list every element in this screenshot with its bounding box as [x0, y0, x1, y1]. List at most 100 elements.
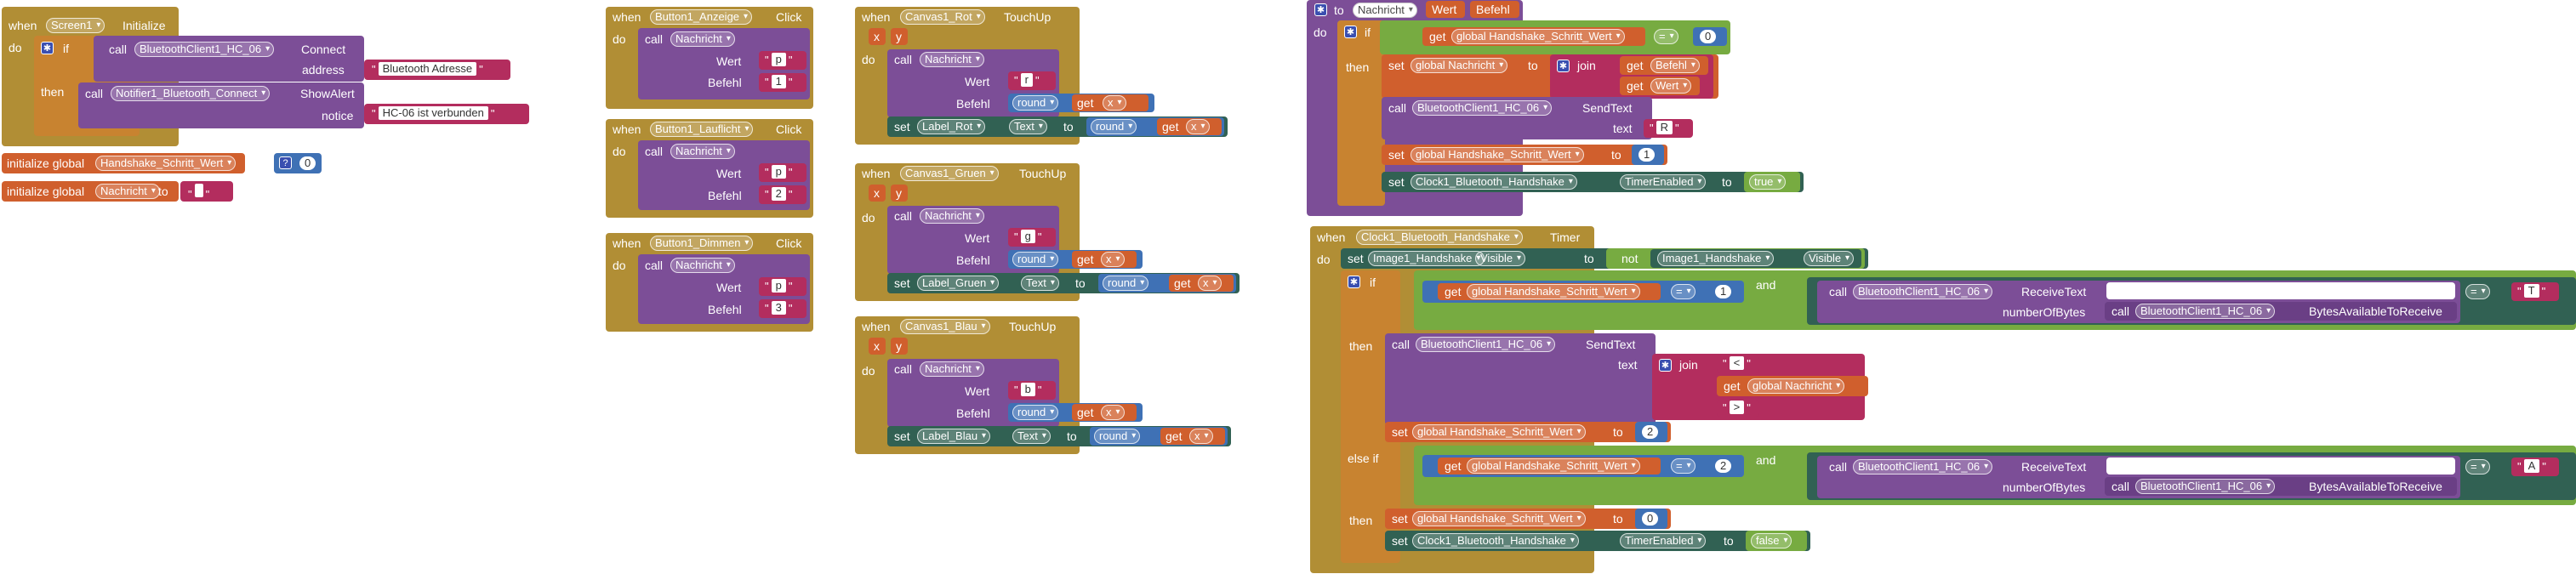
empty-text[interactable] — [180, 181, 233, 202]
var-dropdown[interactable]: x — [1186, 119, 1210, 134]
text-value[interactable]: 1 — [771, 75, 786, 88]
var-dropdown[interactable]: global Handshake_Schritt_Wert — [1411, 147, 1584, 162]
text-value[interactable]: p — [771, 53, 786, 66]
bool-dropdown[interactable]: false — [1751, 533, 1792, 548]
component-dropdown[interactable]: Image1_Handshake — [1657, 251, 1775, 266]
number-value[interactable]: 0 — [1642, 512, 1659, 526]
proc-dropdown[interactable]: Nachricht — [670, 258, 735, 273]
bt-component-dropdown[interactable]: BluetoothClient1_HC_06 — [2135, 304, 2276, 319]
text-value[interactable]: p — [771, 165, 786, 179]
component-dropdown[interactable]: Label_Rot — [917, 119, 986, 134]
component-dropdown[interactable]: Canvas1_Gruen — [900, 166, 999, 181]
var-dropdown[interactable]: global Handshake_Schritt_Wert — [1467, 458, 1640, 474]
global-name-dropdown[interactable]: Handshake_Schritt_Wert — [95, 156, 237, 171]
text-value[interactable]: < — [1729, 356, 1745, 370]
text-value[interactable]: > — [1729, 401, 1745, 414]
text-value[interactable]: A — [2523, 459, 2540, 473]
round-dropdown[interactable]: round — [1012, 252, 1059, 267]
var-dropdown[interactable]: global Handshake_Schritt_Wert — [1451, 29, 1625, 44]
number-value[interactable]: 1 — [1638, 148, 1656, 162]
text-value[interactable]: 3 — [771, 301, 786, 315]
prop-dropdown[interactable]: TimerEnabled — [1620, 533, 1707, 548]
proc-dropdown[interactable]: Nachricht — [920, 361, 984, 377]
text-value[interactable]: p — [771, 279, 786, 293]
gear-icon[interactable]: ✱ — [41, 42, 54, 54]
bt-component-dropdown[interactable]: BluetoothClient1_HC_06 — [1853, 284, 1993, 299]
component-dropdown[interactable]: Button1_Anzeige — [650, 9, 753, 25]
param-x[interactable] — [869, 338, 886, 355]
proc-dropdown[interactable]: Nachricht — [920, 52, 984, 67]
proc-dropdown[interactable]: Nachricht — [920, 208, 984, 224]
gear-icon[interactable]: ? — [279, 156, 292, 169]
round-dropdown[interactable]: round — [1091, 119, 1137, 134]
param-x[interactable] — [869, 185, 886, 202]
text-value[interactable]: g — [1020, 230, 1035, 243]
eq-dropdown[interactable]: = — [2465, 284, 2490, 299]
bt-component-dropdown[interactable]: BluetoothClient1_HC_06 — [134, 42, 275, 57]
bt-component-dropdown[interactable]: BluetoothClient1_HC_06 — [1416, 337, 1556, 352]
text-value[interactable]: T — [2523, 284, 2539, 298]
text-value[interactable]: R — [1656, 121, 1673, 134]
eq-dropdown[interactable]: = — [1654, 29, 1678, 44]
var-dropdown[interactable]: global Handshake_Schritt_Wert — [1467, 284, 1640, 299]
component-dropdown[interactable]: Clock1_Bluetooth_Handshake — [1411, 174, 1577, 190]
if-block[interactable] — [1337, 20, 1385, 206]
var-dropdown[interactable]: x — [1101, 252, 1125, 267]
bool-dropdown[interactable]: true — [1749, 174, 1787, 190]
notice-value[interactable]: HC-06 ist verbunden — [378, 106, 488, 120]
var-dropdown[interactable]: Wert — [1650, 78, 1692, 94]
text-value[interactable] — [194, 184, 203, 197]
prop-dropdown[interactable]: Text — [1021, 276, 1059, 291]
bt-component-dropdown[interactable]: BluetoothClient1_HC_06 — [1853, 459, 1993, 475]
component-dropdown[interactable]: Label_Gruen — [917, 276, 1000, 291]
component-dropdown[interactable]: Image1_Handshake — [1368, 251, 1485, 266]
var-dropdown[interactable]: x — [1198, 276, 1222, 291]
gear-icon[interactable]: ✱ — [1557, 60, 1570, 72]
proc-name-field[interactable]: Nachricht — [1353, 3, 1417, 18]
component-dropdown[interactable]: Clock1_Bluetooth_Handshake — [1356, 230, 1523, 245]
address-value[interactable]: Bluetooth Adresse — [378, 62, 477, 76]
round-dropdown[interactable]: round — [1103, 276, 1149, 291]
var-dropdown[interactable]: global Handshake_Schritt_Wert — [1412, 424, 1586, 440]
prop-dropdown[interactable]: Visible — [1475, 251, 1526, 266]
component-dropdown[interactable]: Button1_Lauflicht — [650, 122, 754, 137]
prop-dropdown[interactable]: Text — [1009, 119, 1047, 134]
prop-dropdown[interactable]: Text — [1012, 429, 1051, 444]
component-dropdown[interactable]: Canvas1_Blau — [900, 319, 990, 334]
eq-dropdown[interactable]: = — [1671, 458, 1695, 474]
text-value[interactable]: b — [1020, 383, 1035, 396]
proc-dropdown[interactable]: Nachricht — [670, 31, 735, 47]
notifier-dropdown[interactable]: Notifier1_Bluetooth_Connect — [111, 86, 271, 101]
gear-icon[interactable]: ✱ — [1344, 26, 1357, 38]
eq-dropdown[interactable]: = — [2465, 459, 2490, 475]
param-y[interactable] — [891, 338, 908, 355]
gear-icon[interactable]: ✱ — [1348, 276, 1360, 288]
number-value[interactable]: 2 — [1715, 459, 1732, 473]
param-x[interactable] — [869, 28, 886, 45]
text-value[interactable]: r — [1020, 73, 1033, 87]
var-dropdown[interactable]: Befehl — [1650, 58, 1700, 73]
round-dropdown[interactable]: round — [1012, 95, 1059, 111]
prop-dropdown[interactable]: Visible — [1804, 251, 1855, 266]
bt-component-dropdown[interactable]: BluetoothClient1_HC_06 — [1412, 100, 1553, 116]
param-y[interactable] — [891, 28, 908, 45]
param-y[interactable] — [891, 185, 908, 202]
number-value[interactable]: 0 — [1700, 30, 1717, 43]
number-value[interactable]: 0 — [299, 156, 316, 170]
number-value[interactable]: 1 — [1715, 285, 1732, 298]
var-dropdown[interactable]: global Nachricht — [1411, 58, 1508, 73]
eq-dropdown[interactable]: = — [1671, 284, 1695, 299]
component-dropdown[interactable]: Canvas1_Rot — [900, 9, 985, 25]
param-befehl[interactable] — [1470, 1, 1519, 18]
component-dropdown[interactable]: Clock1_Bluetooth_Handshake — [1412, 533, 1579, 548]
number-value[interactable]: 2 — [1642, 425, 1659, 439]
round-dropdown[interactable]: round — [1012, 405, 1059, 420]
component-dropdown[interactable]: Button1_Dimmen — [650, 236, 754, 251]
gear-icon[interactable]: ✱ — [1314, 3, 1327, 16]
component-dropdown[interactable]: Screen1 — [46, 18, 105, 33]
round-dropdown[interactable]: round — [1094, 429, 1141, 444]
param-wert[interactable] — [1426, 1, 1465, 18]
var-dropdown[interactable]: x — [1101, 405, 1125, 420]
var-dropdown[interactable]: x — [1189, 429, 1213, 444]
var-dropdown[interactable]: global Nachricht — [1747, 378, 1845, 394]
